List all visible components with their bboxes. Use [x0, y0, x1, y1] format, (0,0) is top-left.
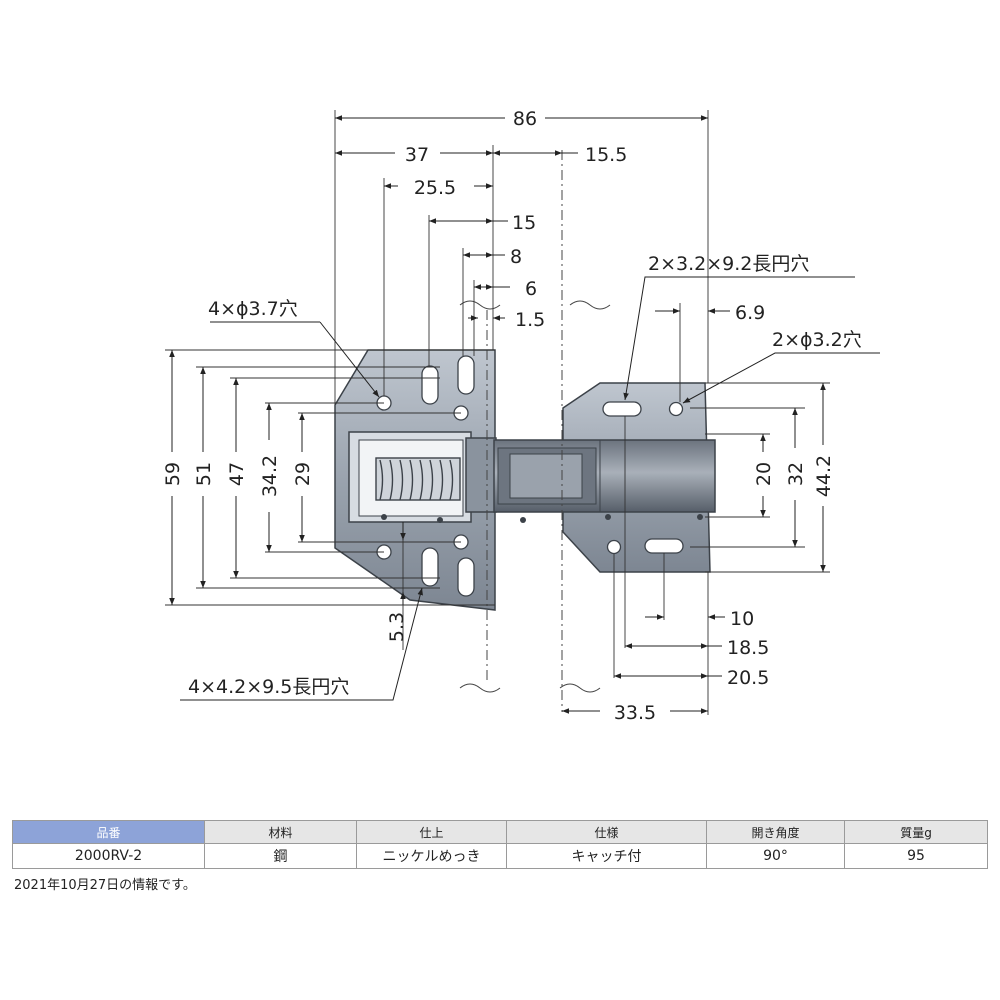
header-material: 材料 [204, 820, 357, 844]
slot-32-a [602, 401, 642, 417]
cell-spec: キャッチ付 [506, 843, 707, 869]
hinge-body [334, 349, 716, 611]
slot-42-a [421, 365, 439, 405]
dim-47: 47 [226, 462, 248, 486]
extension-lines [165, 110, 830, 715]
cell-opening-angle: 90° [706, 843, 845, 869]
pivot-block [465, 437, 497, 513]
callout-hole-right: 2×ϕ3.2穴 [772, 329, 862, 351]
dimension-lines [169, 115, 826, 714]
header-part-number: 品番 [12, 820, 205, 844]
info-date-note: 2021年10月27日の情報です。 [14, 878, 196, 893]
header-spec: 仕様 [506, 820, 707, 844]
dim-34-2: 34.2 [259, 455, 281, 497]
slot-42-b [457, 355, 475, 395]
dim-37: 37 [405, 144, 429, 166]
dim-59: 59 [162, 462, 184, 486]
cell-material: 鋼 [204, 843, 357, 869]
leader-lines [180, 276, 880, 701]
dim-5-3: 5.3 [386, 612, 408, 642]
dim-20: 20 [753, 462, 775, 486]
dim-15: 15 [512, 212, 536, 234]
dim-18-5: 18.5 [727, 637, 769, 659]
callout-slot-bottom: 4×4.2×9.5長円穴 [188, 676, 349, 698]
cell-part-number: 2000RV-2 [12, 843, 205, 869]
dim-51: 51 [193, 462, 215, 486]
dim-15-5: 15.5 [585, 144, 627, 166]
cell-finish: ニッケルめっき [356, 843, 507, 869]
dim-6-9: 6.9 [735, 302, 765, 324]
header-opening-angle: 開き角度 [706, 820, 845, 844]
slot-42-c [421, 547, 439, 587]
dim-1-5: 1.5 [515, 309, 545, 331]
dim-32: 32 [785, 462, 807, 486]
dim-8: 8 [510, 246, 522, 268]
cell-mass: 95 [844, 843, 988, 869]
spring [375, 457, 461, 501]
dim-25-5: 25.5 [414, 177, 456, 199]
hinge-technical-drawing: 86 37 15.5 25.5 15 8 6 1.5 6.9 59 51 47 … [162, 108, 880, 724]
dim-29: 29 [292, 462, 314, 486]
dim-86: 86 [513, 108, 537, 130]
dim-44-2: 44.2 [813, 455, 835, 497]
callout-slot-top: 2×3.2×9.2長円穴 [648, 253, 809, 275]
dim-20-5: 20.5 [727, 667, 769, 689]
dim-33-5: 33.5 [614, 702, 656, 724]
table-row: 2000RV-2 鋼 ニッケルめっき キャッチ付 90° 95 [12, 843, 988, 869]
callout-labels: 2×3.2×9.2長円穴 4×ϕ3.7穴 2×ϕ3.2穴 4×4.2×9.5長円… [188, 253, 862, 698]
spec-table-header: 品番 材料 仕上 仕様 開き角度 質量g [12, 820, 988, 844]
header-finish: 仕上 [356, 820, 507, 844]
slot-32-b [644, 538, 684, 554]
hole-32-a [668, 401, 684, 417]
dim-10: 10 [730, 608, 754, 630]
slot-42-d [457, 557, 475, 597]
dimension-labels: 86 37 15.5 25.5 15 8 6 1.5 6.9 59 51 47 … [162, 108, 835, 724]
center-lines [459, 150, 611, 712]
hole-32-b [606, 539, 622, 555]
callout-hole-left: 4×ϕ3.7穴 [208, 298, 298, 320]
dim-6: 6 [525, 278, 537, 300]
spec-table: 品番 材料 仕上 仕様 開き角度 質量g 2000RV-2 鋼 ニッケルめっき … [12, 820, 988, 869]
header-mass: 質量g [844, 820, 988, 844]
